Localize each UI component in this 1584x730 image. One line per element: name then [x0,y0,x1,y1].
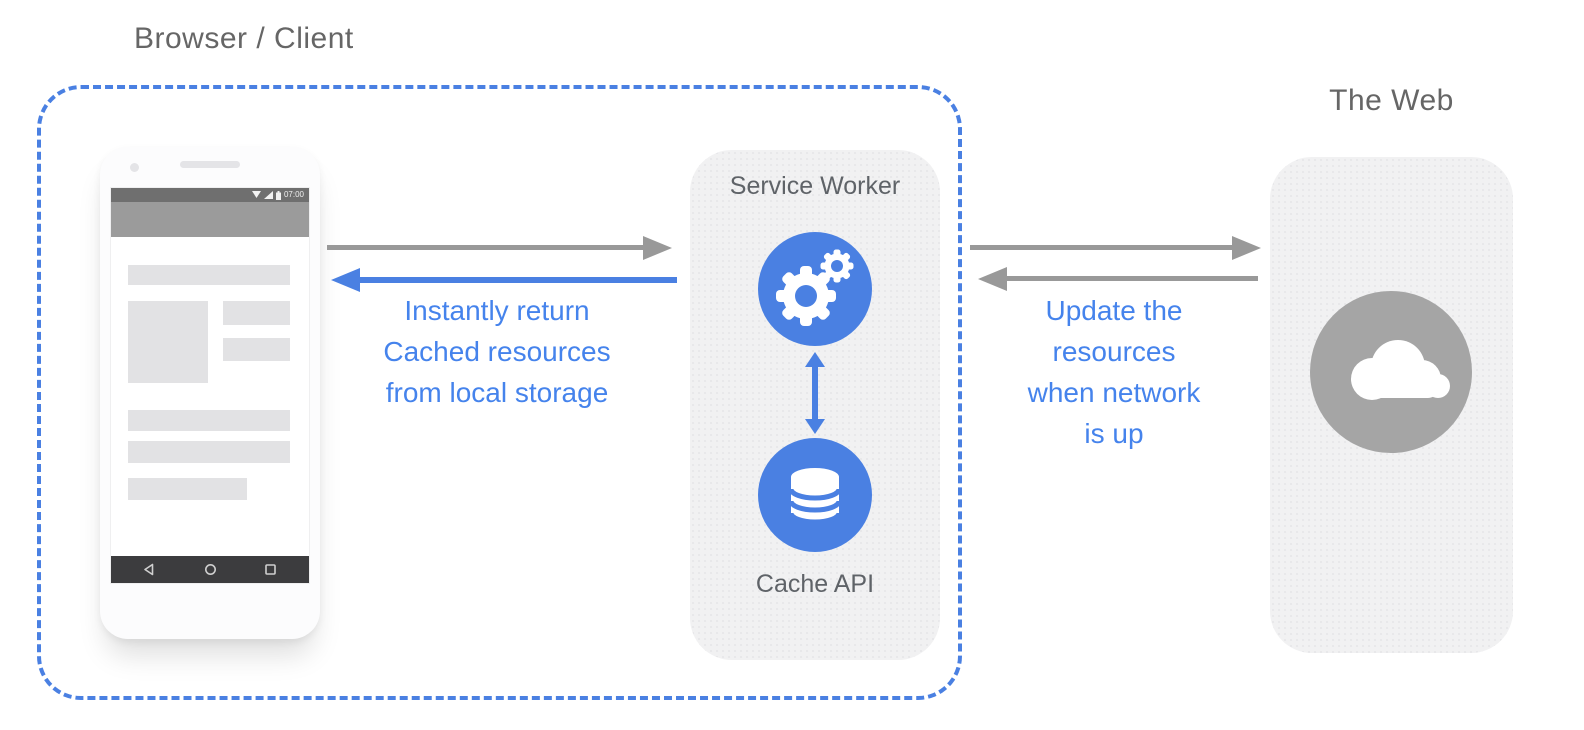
phone-page-content [111,237,309,556]
status-time: 07:00 [283,190,304,199]
gears-icon [776,249,854,326]
phone-nav-bar [111,556,309,583]
the-web-label: The Web [1329,84,1454,117]
placeholder-block [223,338,290,361]
phone-status-bar: 07:00 [111,188,309,202]
placeholder-block [128,301,208,383]
phone-mockup: 07:00 [100,147,320,639]
browser-client-label: Browser / Client [134,22,354,55]
arrow-request-to-service-worker [327,245,643,250]
placeholder-block [128,265,290,285]
cache-return-annotation: Instantly return Cached resources from l… [383,290,610,413]
arrow-shaft [360,277,677,283]
back-icon [144,563,154,576]
network-update-annotation: Update the resources when network is up [1028,290,1201,454]
wifi-icon [251,191,261,198]
annotation-line: from local storage [385,377,609,408]
annotation-line: when network [1027,377,1201,408]
annotation-line: Instantly return [404,295,590,326]
arrow-cached-response-to-phone [360,277,677,283]
cache-api-circle [758,438,872,552]
web-circle [1310,291,1472,453]
annotation-line: Update the [1045,295,1183,326]
placeholder-block [223,301,290,325]
cloud-icon [1351,340,1450,400]
placeholder-block [128,478,247,500]
arrow-response-from-web [1007,276,1258,281]
arrow-shaft [1007,276,1258,281]
arrow-service-worker-cache [812,366,818,420]
cache-api-label: Cache API [755,570,875,598]
home-icon [204,564,216,575]
battery-icon [275,190,281,200]
service-worker-panel: Service Worker [690,150,940,660]
phone-screen: 07:00 [111,188,309,583]
placeholder-block [128,441,290,463]
database-icon [788,468,842,525]
phone-app-bar [111,202,309,237]
arrow-shaft [970,245,1232,250]
placeholder-block [128,410,290,431]
recents-icon [265,564,276,575]
annotation-line: Cached resources [383,336,611,367]
service-worker-circle [758,232,872,346]
annotation-line: resources [1052,336,1176,367]
arrow-shaft [327,245,643,250]
annotation-line: is up [1084,418,1144,449]
browser-client-boundary [37,85,962,700]
cellular-signal-icon [263,191,273,199]
phone-camera-dot [130,163,139,172]
phone-speaker-slot [180,161,240,168]
the-web-panel [1270,157,1513,653]
arrow-request-to-web [970,245,1232,250]
service-worker-title: Service Worker [729,172,901,200]
